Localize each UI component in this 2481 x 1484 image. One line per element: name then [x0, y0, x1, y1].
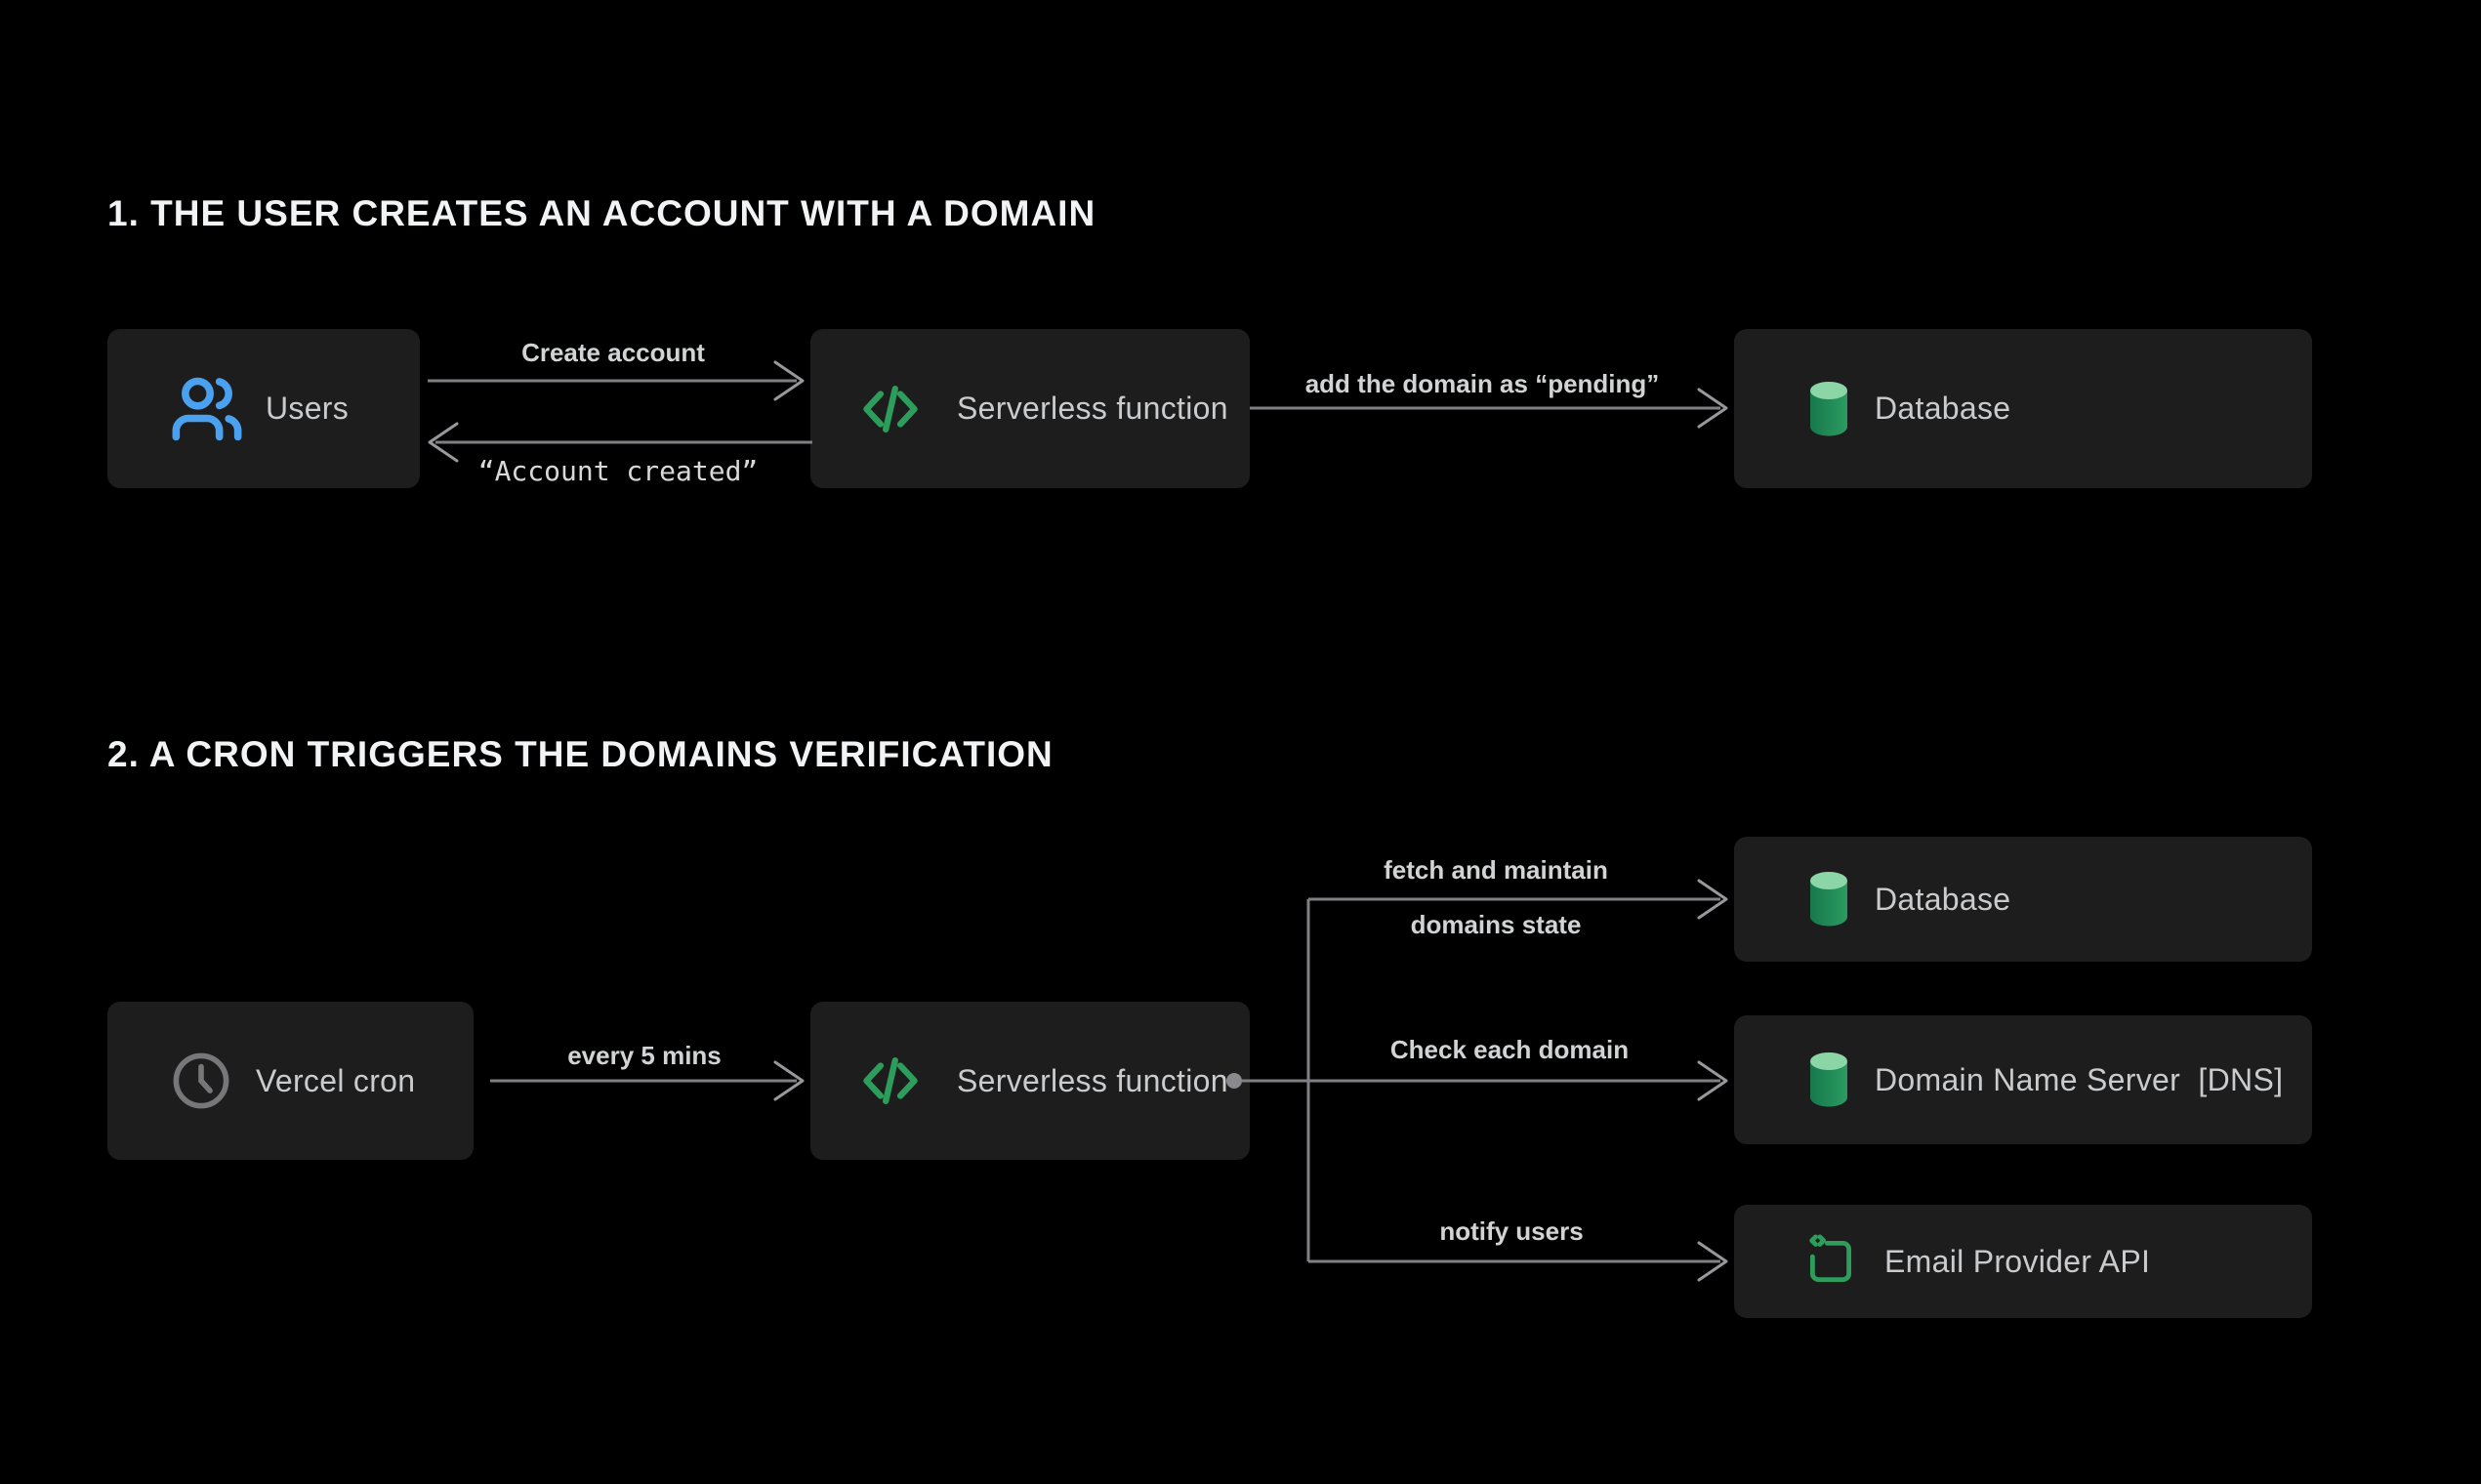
arrowhead-right-icon — [773, 360, 805, 401]
section-1-title: 1. THE USER CREATES AN ACCOUNT WITH A DO… — [107, 193, 1096, 233]
edge-label-every-5-mins: every 5 mins — [567, 1041, 722, 1070]
arrowhead-right-icon — [1697, 388, 1728, 429]
arrowhead-right-icon — [773, 1060, 805, 1101]
clock-icon — [173, 1052, 229, 1109]
node-serverless-label: Serverless function — [957, 1062, 1228, 1098]
node-database-label: Database — [1875, 391, 2011, 426]
arrowhead-right-icon — [1697, 1060, 1728, 1101]
edge-label-account-created: “Account created” — [477, 455, 759, 487]
users-icon — [172, 377, 242, 440]
node-users: Users — [107, 329, 420, 488]
database-icon — [1810, 872, 1847, 927]
node-vercel-cron-label: Vercel cron — [256, 1062, 416, 1098]
database-icon — [1810, 381, 1847, 435]
database-icon — [1810, 1052, 1847, 1107]
arrow-notify-users — [1308, 1241, 1728, 1282]
node-database-1: Database — [1734, 329, 2312, 488]
email-api-icon — [1809, 1234, 1852, 1283]
edge-label-create-account: Create account — [521, 338, 705, 367]
node-serverless-function-2: Serverless function — [810, 1002, 1250, 1160]
arrow-check-each-domain — [1242, 1060, 1728, 1101]
code-icon — [863, 1056, 918, 1104]
edge-label-domains-state: domains state — [1410, 910, 1582, 939]
node-dns-label: Domain Name Server [DNS] — [1875, 1061, 2284, 1097]
code-icon — [863, 385, 918, 433]
arrowhead-right-icon — [1697, 1241, 1728, 1282]
node-vercel-cron: Vercel cron — [107, 1002, 474, 1160]
node-serverless-function-1: Serverless function — [810, 329, 1250, 488]
node-serverless-label: Serverless function — [957, 391, 1228, 426]
node-database-2: Database — [1734, 837, 2312, 962]
node-dns: Domain Name Server [DNS] — [1734, 1015, 2312, 1144]
section-2-title: 2. A CRON TRIGGERS THE DOMAINS VERIFICAT… — [107, 734, 1054, 774]
arrowhead-left-icon — [428, 422, 459, 463]
edge-label-check-each-domain: Check each domain — [1389, 1035, 1630, 1064]
node-email-provider-api: Email Provider API — [1734, 1205, 2312, 1318]
node-email-provider-api-label: Email Provider API — [1884, 1243, 2151, 1279]
edge-label-add-domain-pending: add the domain as “pending” — [1304, 369, 1660, 398]
edge-label-notify-users: notify users — [1439, 1216, 1584, 1246]
node-database-label: Database — [1875, 881, 2011, 917]
edge-label-fetch-and-maintain: fetch and maintain — [1384, 855, 1608, 885]
arrowhead-right-icon — [1697, 879, 1728, 920]
node-users-label: Users — [266, 391, 350, 426]
